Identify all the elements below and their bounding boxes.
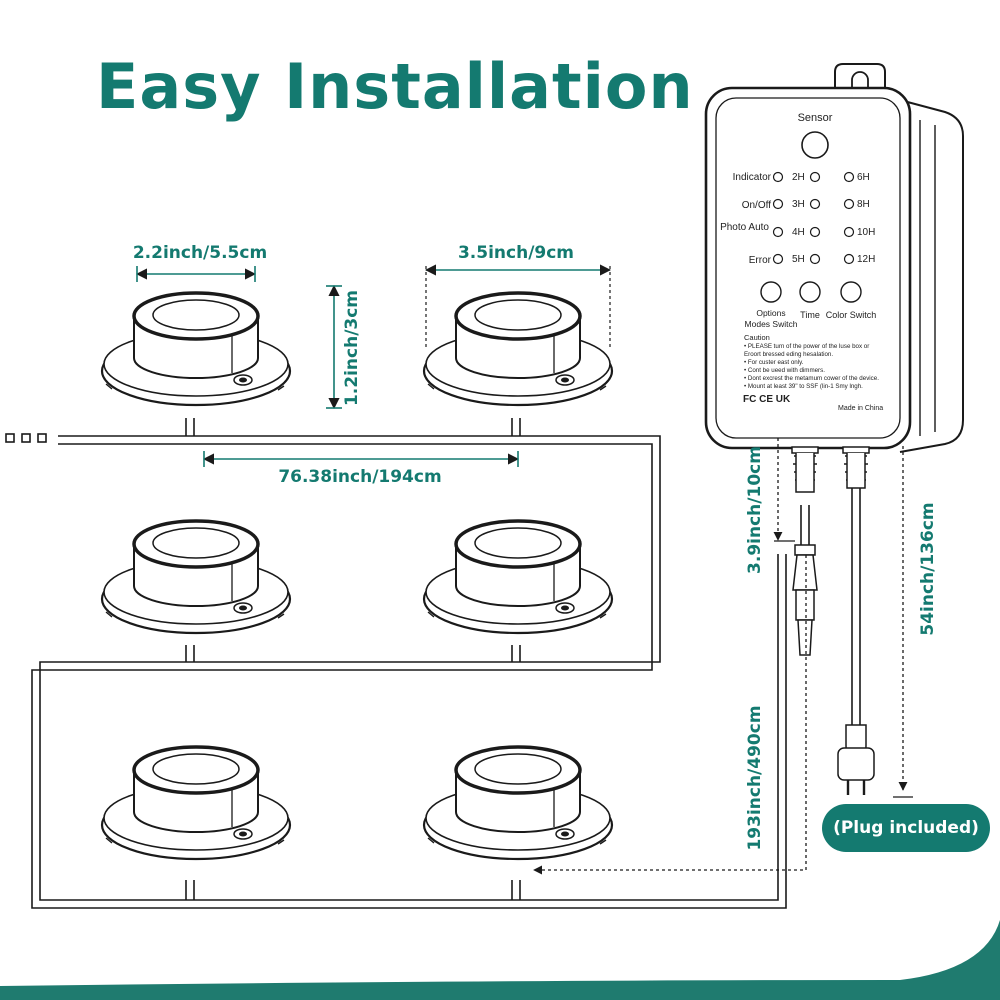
spotlight-6	[422, 745, 614, 861]
svg-text:• For custer east only.: • For custer east only.	[744, 359, 804, 366]
timer-5h: 5H	[792, 254, 805, 265]
main-cable-label: 193inch/490cm	[745, 705, 765, 850]
timer-4h: 4H	[792, 227, 805, 238]
spacing-label: 76.38inch/194cm	[278, 467, 441, 487]
caution-title: Caution	[744, 333, 770, 342]
options-button[interactable]	[760, 281, 782, 303]
cable-end-icon	[5, 433, 47, 443]
controller-box	[704, 63, 964, 453]
spotlight-5	[100, 745, 292, 861]
svg-text:• Dont excrest the metamum cow: • Dont excrest the metamum cower of the …	[744, 375, 879, 382]
svg-text:• PLEASE turn of the power of: • PLEASE turn of the power of the luse b…	[744, 343, 869, 350]
bottom-wave	[0, 920, 1000, 1000]
wiring	[31, 418, 861, 909]
indicator-label: Indicator	[733, 172, 772, 183]
error-label: Error	[749, 255, 772, 266]
photo-auto-label: Photo Auto	[720, 222, 769, 233]
time-button-label: Time	[800, 310, 820, 320]
sensor-label: Sensor	[798, 112, 833, 124]
light-diameter-label: 2.2inch/5.5cm	[133, 243, 267, 263]
onoff-label: On/Off	[742, 200, 771, 211]
timer-12h: 12H	[857, 254, 875, 265]
svg-text:• Mount at least 39" to SSF (l: • Mount at least 39" to SSF (lin-1 Smy l…	[744, 383, 863, 390]
spotlight-1	[100, 291, 292, 407]
timer-2h: 2H	[792, 172, 805, 183]
cable-glands	[791, 446, 875, 795]
spotlight-4	[422, 519, 614, 635]
color-switch-button[interactable]	[840, 281, 862, 303]
base-diameter-label: 3.5inch/9cm	[458, 243, 574, 263]
svg-text:• Cont be ueed with dimmers.: • Cont be ueed with dimmers.	[744, 367, 825, 374]
spotlight-3	[100, 519, 292, 635]
plug-included-badge: (Plug included)	[822, 804, 990, 852]
timer-10h: 10H	[857, 227, 875, 238]
color-button-label: Color Switch	[826, 310, 877, 320]
connector-cable-label: 3.9inch/10cm	[745, 446, 765, 574]
timer-8h: 8H	[857, 199, 870, 210]
indicator-leds	[772, 171, 855, 265]
page-title: Easy Installation	[96, 50, 694, 123]
svg-text:Eroort bressed eding hesalatio: Eroort bressed eding hesalation.	[744, 351, 833, 358]
made-in-label: Made in China	[838, 405, 883, 412]
cert-marks: FC CE UK	[743, 394, 791, 405]
timer-3h: 3H	[792, 199, 805, 210]
spotlight-2	[422, 291, 614, 407]
caution-text: • PLEASE turn of the power of the luse b…	[744, 343, 879, 390]
plug-cable-label: 54inch/136cm	[918, 502, 938, 635]
light-height-label: 1.2inch/3cm	[342, 290, 362, 406]
time-button[interactable]	[799, 281, 821, 303]
sensor-icon	[801, 131, 829, 159]
timer-6h: 6H	[857, 172, 870, 183]
